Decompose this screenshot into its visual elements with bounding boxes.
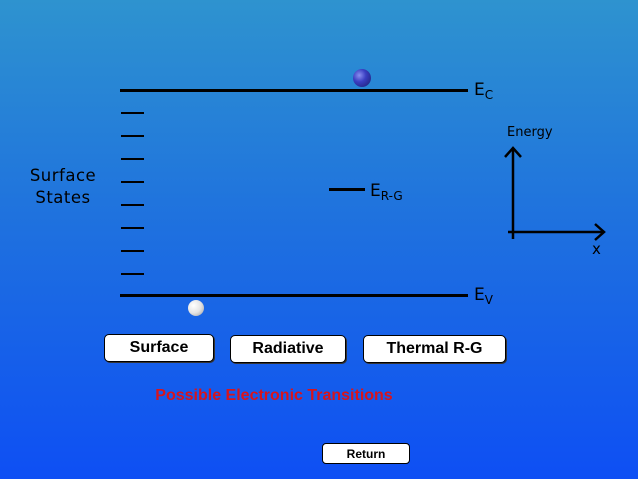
surface-state-tick (121, 250, 144, 252)
thermal-rg-button[interactable]: Thermal R-G (363, 335, 506, 363)
radiative-button[interactable]: Radiative (230, 335, 346, 363)
surface-state-tick (121, 204, 144, 206)
rg-level-label: ER-G (370, 181, 403, 203)
conduction-band-subscript: C (484, 88, 494, 102)
surface-states-line1: Surface (29, 166, 97, 185)
surface-state-tick (121, 158, 144, 160)
conduction-band-label: EC (474, 80, 494, 102)
conduction-band-symbol: E (474, 80, 485, 100)
energy-axis-label: Energy (507, 125, 553, 140)
surface-button[interactable]: Surface (104, 334, 214, 362)
valence-band-label: EV (474, 285, 493, 307)
surface-state-tick (121, 227, 144, 229)
energy-axis-arrowhead (504, 146, 522, 158)
surface-state-tick (121, 135, 144, 137)
x-axis-label: x (592, 240, 601, 258)
rg-level-line (329, 188, 365, 191)
return-button[interactable]: Return (322, 443, 410, 464)
valence-band-line (120, 294, 468, 297)
surface-states-label: Surface States (18, 165, 108, 209)
energy-axes (504, 146, 606, 241)
transitions-caption: Possible Electronic Transitions (155, 387, 393, 404)
rg-level-subscript: R-G (380, 189, 403, 203)
surface-state-tick (121, 181, 144, 183)
surface-state-tick (121, 112, 144, 114)
rg-level-symbol: E (370, 181, 381, 201)
valence-band-symbol: E (474, 285, 485, 305)
conduction-band-line (120, 89, 468, 92)
x-axis-arrowhead (594, 223, 606, 241)
surface-states-line2: States (35, 188, 91, 207)
valence-band-subscript: V (484, 293, 493, 307)
hole-particle (188, 300, 204, 316)
surface-state-tick (121, 273, 144, 275)
electron-particle (353, 69, 371, 87)
